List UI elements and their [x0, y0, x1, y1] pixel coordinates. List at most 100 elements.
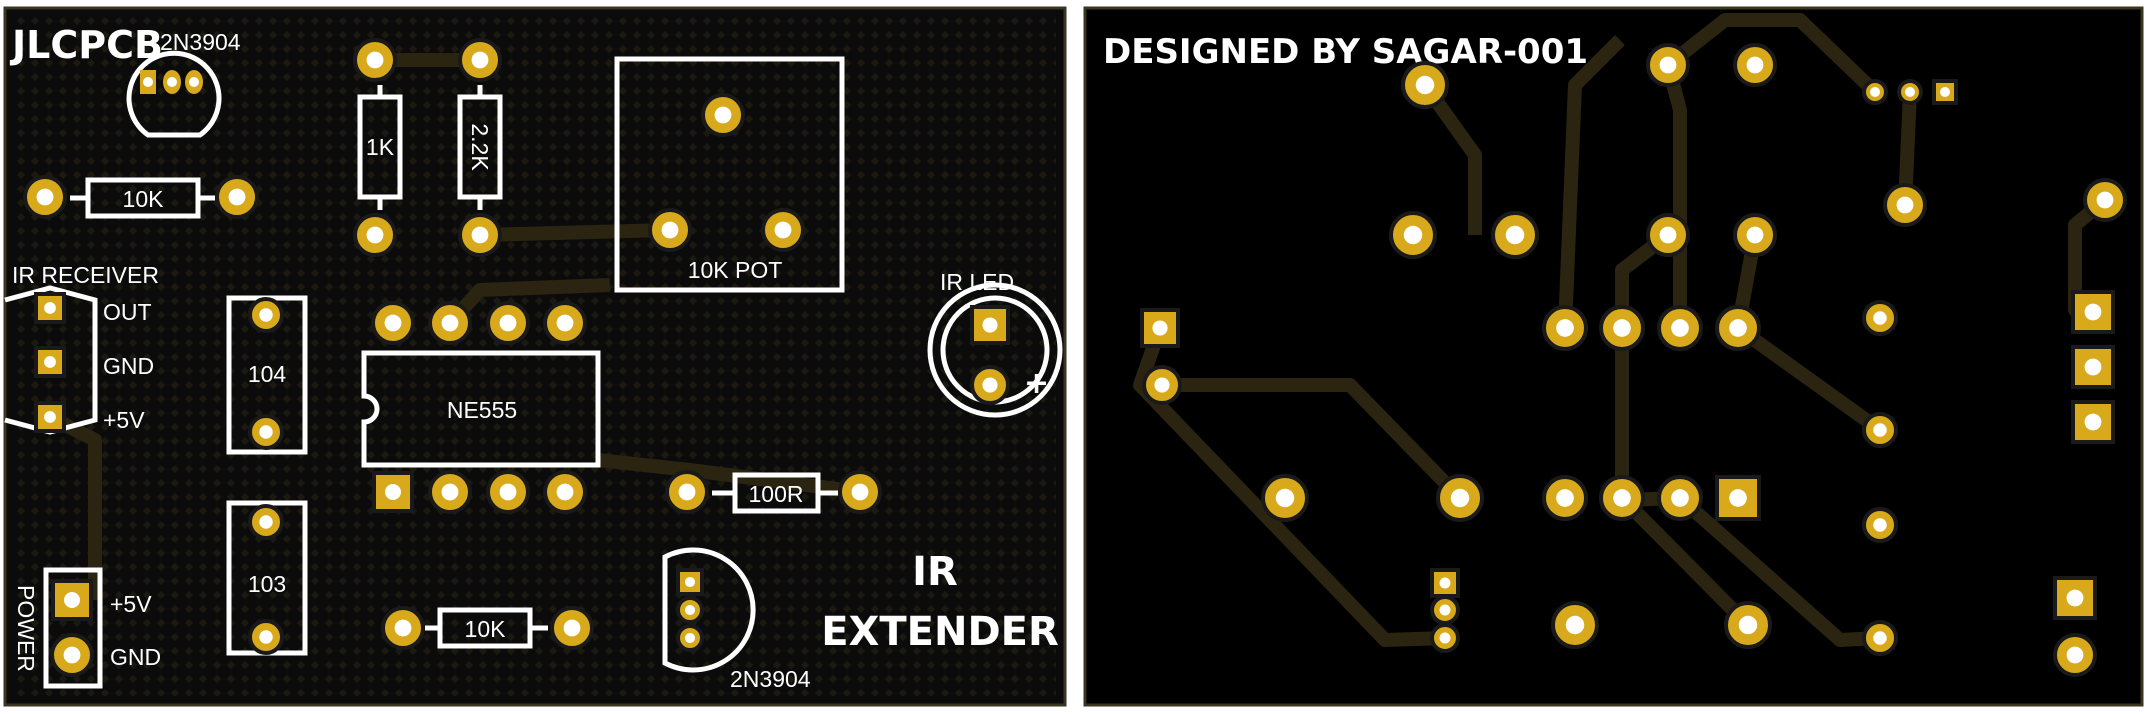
drill-hole	[1556, 319, 1574, 337]
drill-hole	[1439, 604, 1451, 616]
drill-hole	[1729, 319, 1747, 337]
transistor-bottom: 2N3904	[662, 547, 811, 692]
drill-hole	[366, 226, 384, 244]
drill-hole	[774, 221, 792, 239]
drill-hole	[1671, 489, 1689, 507]
ir-receiver-pin-out: OUT	[103, 299, 152, 325]
drill-hole	[44, 302, 56, 314]
ic-label: NE555	[447, 397, 517, 423]
drill-hole	[1746, 56, 1764, 74]
drill-hole	[1415, 75, 1435, 95]
drill-hole	[1746, 226, 1764, 244]
ic-ne555: NE555	[361, 350, 601, 468]
resistor-2k2-label: 2.2K	[467, 123, 493, 171]
drill-hole	[441, 314, 459, 332]
ir-led-title: IR LED	[940, 269, 1014, 295]
drill-hole	[2066, 589, 2084, 607]
resistor-10k-bottom-label: 10K	[465, 616, 507, 642]
drill-hole	[1439, 632, 1451, 644]
drill-hole	[44, 356, 56, 368]
project-title-line2: EXTENDER	[821, 609, 1059, 655]
drill-hole	[44, 411, 56, 423]
ir-led-polarity: +	[1024, 366, 1049, 401]
drill-hole	[1659, 56, 1677, 74]
top-pads	[23, 38, 1010, 677]
drill-hole	[982, 377, 998, 393]
drill-hole	[1940, 87, 1950, 97]
drill-hole	[1450, 488, 1470, 508]
drill-hole	[678, 483, 696, 501]
jlcpcb-logo: JLCPCB	[9, 23, 163, 67]
drill-hole	[1565, 615, 1585, 635]
resistor-100r: 100R	[712, 472, 838, 514]
drill-hole	[1873, 423, 1887, 437]
drill-hole	[471, 51, 489, 69]
designer-credit: DESIGNED BY SAGAR-001	[1103, 32, 1588, 72]
transistor-bottom-label: 2N3904	[730, 666, 811, 692]
resistor-1k-label: 1K	[366, 134, 395, 160]
drill-hole	[1275, 488, 1295, 508]
drill-hole	[1556, 489, 1574, 507]
drill-hole	[1905, 87, 1915, 97]
ir-receiver-pin-gnd: GND	[103, 353, 154, 379]
drill-hole	[1873, 311, 1887, 325]
drill-hole	[661, 221, 679, 239]
drill-hole	[259, 515, 273, 529]
resistor-2k2: 2.2K	[457, 85, 503, 210]
drill-hole	[1403, 225, 1423, 245]
drill-hole	[384, 314, 402, 332]
resistor-10k-top-label: 10K	[123, 186, 165, 212]
drill-hole	[2084, 358, 2102, 376]
drill-hole	[1870, 87, 1880, 97]
power-title: POWER	[13, 585, 39, 672]
drill-hole	[1152, 320, 1168, 336]
drill-hole	[1738, 615, 1758, 635]
drill-hole	[394, 619, 412, 637]
resistor-10k-bottom: 10K	[425, 607, 548, 649]
capacitor-104-label: 104	[248, 361, 287, 387]
drill-hole	[499, 483, 517, 501]
square-pad	[2071, 400, 2115, 444]
drill-hole	[2066, 646, 2084, 664]
drill-hole	[441, 483, 459, 501]
capacitor-103-label: 103	[248, 571, 286, 597]
square-pad	[34, 401, 66, 433]
pot-label: 10K POT	[688, 257, 783, 283]
top-board: JLCPCB 2N3904 1K 2.2K 10K	[3, 6, 1067, 707]
power-pin-gnd: GND	[110, 644, 161, 670]
drill-hole	[259, 630, 273, 644]
drill-hole	[1659, 226, 1677, 244]
drill-hole	[366, 51, 384, 69]
drill-hole	[563, 619, 581, 637]
drill-hole	[259, 308, 273, 322]
ir-receiver-pin-5v: +5V	[103, 407, 145, 433]
drill-hole	[63, 646, 81, 664]
drill-hole	[2084, 303, 2102, 321]
bottom-pads	[1140, 43, 2127, 677]
drill-hole	[684, 604, 696, 616]
drill-hole	[684, 632, 696, 644]
transistor-top-label: 2N3904	[160, 29, 241, 55]
resistor-100r-label: 100R	[749, 481, 804, 507]
drill-hole	[1154, 377, 1170, 393]
square-pad	[2071, 345, 2115, 389]
drill-hole	[1613, 319, 1631, 337]
drill-hole	[228, 188, 246, 206]
drill-hole	[259, 425, 273, 439]
potentiometer: 10K POT	[614, 56, 845, 293]
drill-hole	[1729, 489, 1747, 507]
drill-hole	[556, 314, 574, 332]
drill-hole	[1671, 319, 1689, 337]
drill-hole	[556, 483, 574, 501]
drill-hole	[499, 314, 517, 332]
drill-hole	[2096, 191, 2114, 209]
drill-hole	[1896, 196, 1914, 214]
drill-hole	[36, 188, 54, 206]
drill-hole	[1439, 577, 1451, 589]
drill-hole	[1505, 225, 1525, 245]
power-connector: POWER +5V GND	[13, 567, 161, 689]
drill-hole	[385, 484, 401, 500]
drill-hole	[1873, 518, 1887, 532]
power-pin-5v: +5V	[110, 591, 152, 617]
